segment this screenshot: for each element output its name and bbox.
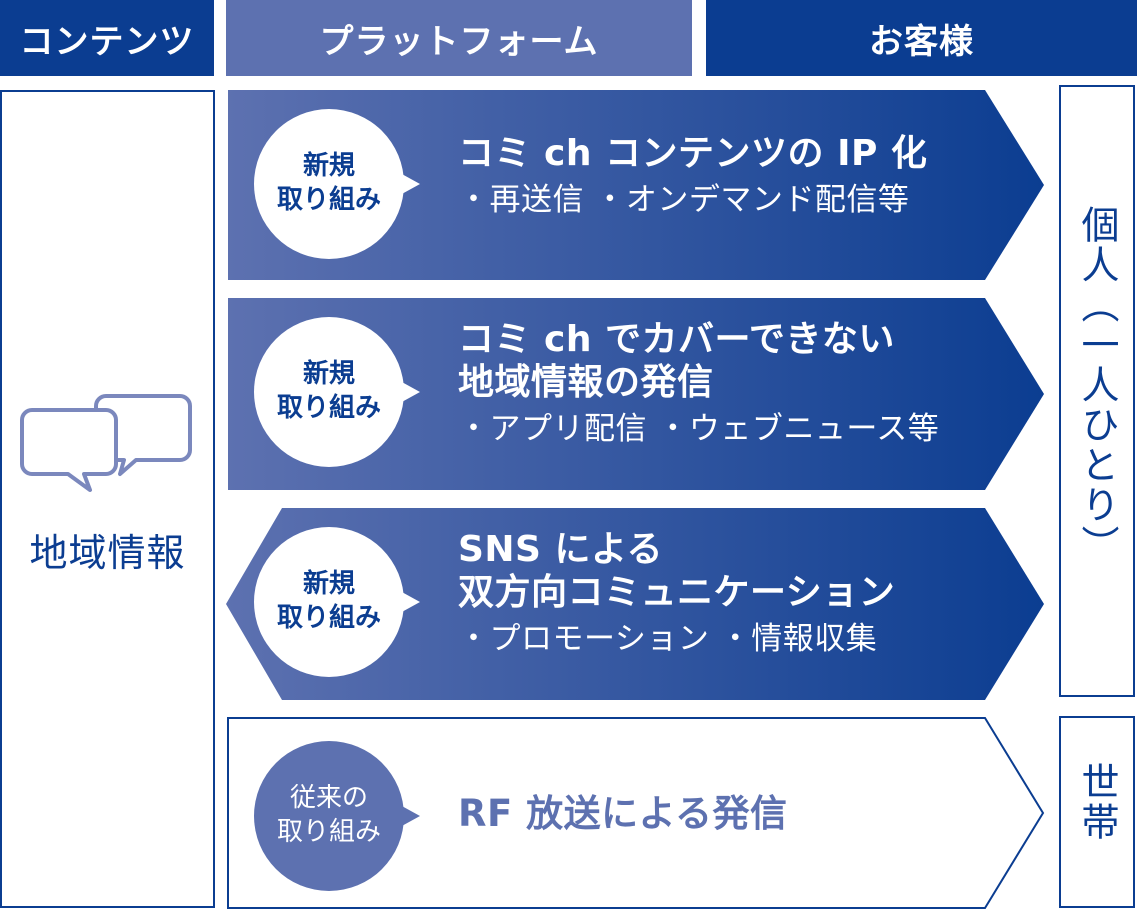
individual-label: 個人（一人ひとり） bbox=[1075, 205, 1119, 565]
bubble-line1: 新規 bbox=[302, 151, 355, 182]
household-box bbox=[1059, 716, 1135, 908]
content-column-box bbox=[0, 90, 215, 908]
bubble-line1: 新規 bbox=[302, 359, 355, 390]
row-1-title: コミ ch コンテンツの IP 化 bbox=[458, 133, 928, 174]
row-1-text: コミ ch コンテンツの IP 化 ・再送信 ・オンデマンド配信等 bbox=[458, 132, 927, 220]
regional-info-label: 地域情報 bbox=[29, 531, 186, 575]
row-4-title: RF 放送による発信 bbox=[458, 792, 788, 835]
household-label: 世帯 bbox=[1075, 762, 1119, 842]
arrow-row-3 bbox=[226, 508, 1044, 700]
bubble-line2: 取り組み bbox=[276, 185, 381, 215]
bubble-line1: 新規 bbox=[302, 569, 355, 600]
row-3-sub: ・プロモーション ・情報収集 bbox=[458, 621, 878, 658]
header-content: コンテンツ bbox=[0, 0, 214, 76]
header-platform: プラットフォーム bbox=[226, 0, 692, 76]
chat-bubbles-icon bbox=[20, 394, 192, 492]
new-initiative-bubble: 新規 取り組み bbox=[254, 527, 420, 677]
header-customer: お客様 bbox=[706, 0, 1137, 76]
bubble-line1: 従来の bbox=[289, 783, 368, 814]
individual-box bbox=[1059, 85, 1135, 697]
header-platform-label: プラットフォーム bbox=[319, 21, 599, 62]
row-2-title-line2: 地域情報の発信 bbox=[458, 362, 714, 404]
row-3-title-line1: SNS による bbox=[458, 529, 663, 570]
arrow-row-1 bbox=[228, 90, 1044, 280]
header-customer-label: お客様 bbox=[869, 21, 974, 62]
row-1-sub: ・再送信 ・オンデマンド配信等 bbox=[458, 182, 910, 219]
new-initiative-bubble: 新規 取り組み bbox=[254, 317, 420, 467]
row-3-title-line2: 双方向コミュニケーション bbox=[458, 572, 896, 614]
row-2-sub: ・アプリ配信 ・ウェブニュース等 bbox=[458, 411, 940, 448]
row-2-title-line1: コミ ch でカバーできない bbox=[458, 319, 895, 360]
bubble-line2: 取り組み bbox=[276, 603, 381, 633]
arrow-row-4 bbox=[227, 717, 1045, 909]
row-4-text: RF 放送による発信 bbox=[458, 792, 788, 836]
new-initiative-bubble: 新規 取り組み bbox=[254, 109, 420, 259]
row-3-text: SNS による 双方向コミュニケーション ・プロモーション ・情報収集 bbox=[458, 528, 895, 659]
arrow-row-2 bbox=[228, 298, 1044, 490]
bubble-line2: 取り組み bbox=[276, 393, 381, 423]
bubble-line2: 取り組み bbox=[276, 817, 381, 847]
traditional-initiative-bubble: 従来の 取り組み bbox=[254, 741, 420, 891]
row-2-text: コミ ch でカバーできない 地域情報の発信 ・アプリ配信 ・ウェブニュース等 bbox=[458, 318, 939, 449]
header-content-label: コンテンツ bbox=[19, 21, 195, 62]
